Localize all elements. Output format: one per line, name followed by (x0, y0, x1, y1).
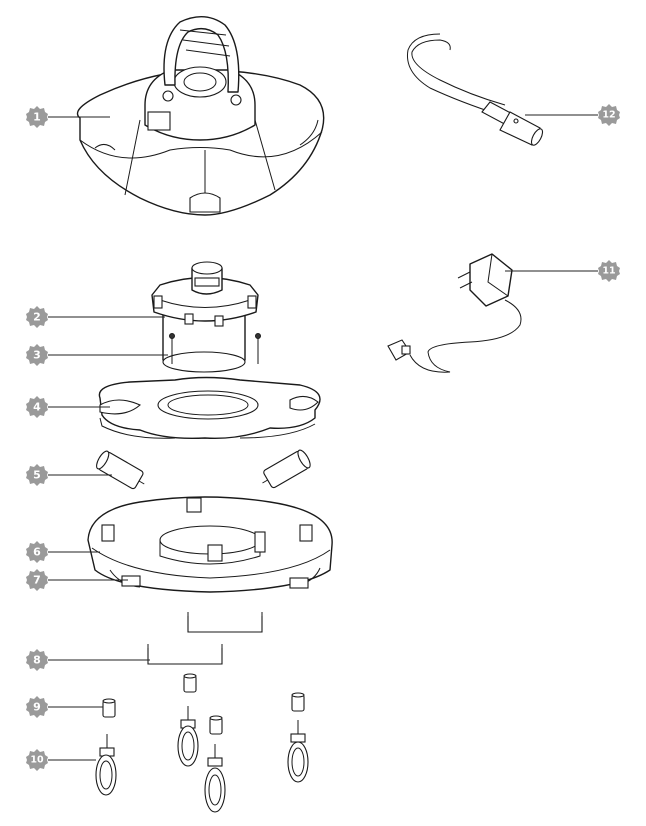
callout-number-7: 7 (33, 574, 41, 587)
callout-number-4: 4 (33, 401, 41, 414)
leader-lines (48, 114, 598, 761)
callout-number-12: 12 (602, 110, 615, 121)
callout-number-9: 9 (33, 701, 41, 714)
part-brackets (147, 612, 263, 665)
callout-badge-5: 5 (26, 464, 48, 486)
callout-number-5: 5 (33, 469, 41, 482)
callout-badge-6: 6 (26, 541, 48, 563)
callout-number-1: 1 (33, 111, 41, 124)
part-bushings (102, 673, 305, 735)
callout-number-3: 3 (33, 349, 41, 362)
callout-badge-8: 8 (26, 649, 48, 671)
callout-badge-10: 10 (26, 749, 48, 771)
callout-number-8: 8 (33, 654, 41, 667)
part-plate (98, 376, 321, 439)
callout-number-6: 6 (33, 546, 41, 559)
callout-badge-2: 2 (26, 306, 48, 328)
part-caster-wheels (95, 706, 309, 813)
callout-number-11: 11 (602, 266, 615, 277)
callout-badge-12: 12 (598, 104, 620, 126)
callout-badge-1: 1 (26, 106, 48, 128)
callout-badge-4: 4 (26, 396, 48, 418)
part-cylinders (96, 449, 311, 490)
callout-number-2: 2 (33, 311, 41, 324)
callout-badge-3: 3 (26, 344, 48, 366)
callout-number-10: 10 (30, 755, 44, 766)
part-hook-tool (406, 33, 544, 146)
part-power-adapter (387, 253, 522, 373)
callout-badge-11: 11 (598, 260, 620, 282)
part-motor-unit (151, 261, 261, 373)
callout-badge-7: 7 (26, 569, 48, 591)
callout-badge-9: 9 (26, 696, 48, 718)
part-base-housing (87, 496, 333, 593)
callout-badges: 1 2 3 4 5 6 7 8 (26, 104, 620, 771)
part-top-cover (76, 16, 325, 216)
